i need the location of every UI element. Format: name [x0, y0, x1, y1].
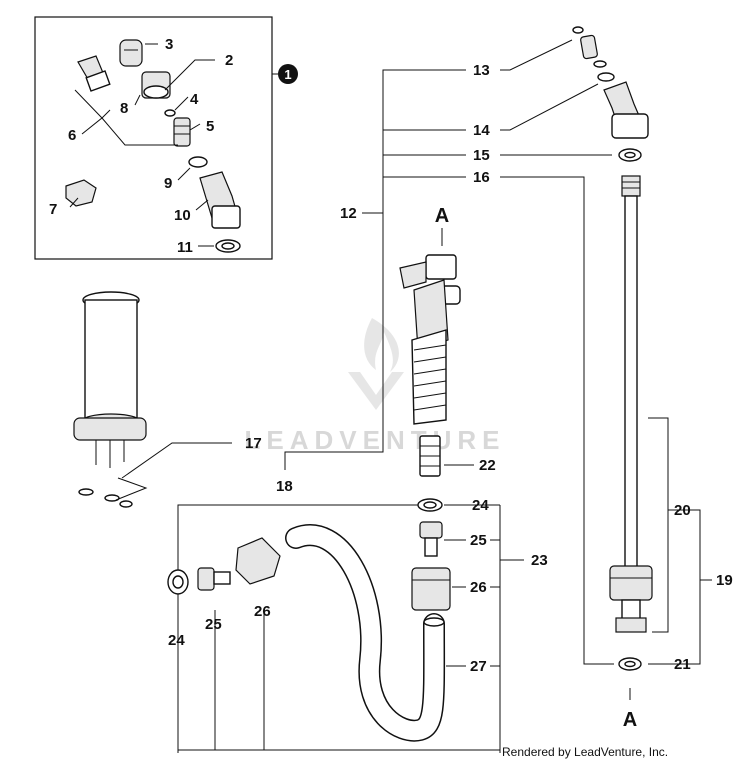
callout-3: 3: [165, 36, 173, 53]
callout-24-right: 24: [472, 497, 489, 514]
callout-20: 20: [674, 502, 691, 519]
callout-16: 16: [473, 169, 490, 186]
callout-26-left: 26: [254, 603, 271, 620]
part-21-washer: [618, 657, 642, 671]
callout-11: 11: [177, 239, 193, 256]
part-24-washer-right: [417, 498, 443, 512]
part-25-hose-barb-left: [197, 567, 231, 591]
callout-5: 5: [206, 118, 214, 135]
kit-marker-badge: [278, 64, 298, 84]
footer-credit: Rendered by LeadVenture, Inc.: [502, 745, 669, 759]
callout-13: 13: [473, 62, 490, 79]
callout-14: 14: [473, 122, 490, 139]
part-11-washer: [215, 239, 241, 253]
callout-23: 23: [531, 552, 548, 569]
part-26-hose-nut-right: [411, 567, 451, 611]
watermark-logo: [348, 318, 404, 410]
part-26-hose-nut-left: [235, 537, 281, 585]
part-13-nozzle-tip: [572, 26, 607, 68]
callout-19: 19: [716, 572, 733, 589]
callout-12: 12: [340, 205, 357, 222]
callout-9: 9: [164, 175, 172, 192]
callout-27: 27: [470, 658, 487, 675]
callout-10: 10: [174, 207, 191, 224]
part-7-hex-cap: [65, 179, 97, 207]
callout-7: 7: [49, 201, 57, 218]
part-14-wand-elbow: [597, 72, 649, 139]
section-marker-bottom: A: [623, 709, 637, 731]
callout-24-left: 24: [168, 632, 185, 649]
part-10-elbow-fitting: [199, 171, 241, 229]
callout-25-right: 25: [470, 532, 487, 549]
callout-8: 8: [120, 100, 128, 117]
part-3-nozzle-tip: [119, 39, 143, 67]
callout-26-right: 26: [470, 579, 487, 596]
callout-4: 4: [190, 91, 199, 108]
part-5-valve-stem: [173, 117, 191, 147]
callout-18: 18: [276, 478, 293, 495]
part-17-tank-strainer: [73, 291, 147, 508]
part-4-small-oring: [164, 109, 176, 117]
callout-21: 21: [674, 656, 691, 673]
part-15-washer: [618, 148, 642, 162]
part-8-nozzle-nut: [141, 71, 171, 99]
part-22-filter-screen: [419, 435, 441, 477]
callout-22: 22: [479, 457, 496, 474]
callout-6: 6: [68, 127, 76, 144]
part-24-washer-left: [167, 569, 189, 595]
valve-handle-body: [399, 254, 461, 425]
kit-inset-frame: [34, 16, 273, 260]
part-27-hose: [285, 524, 446, 742]
part-20-wand-tube: [609, 175, 653, 633]
callout-25-left: 25: [205, 616, 222, 633]
part-9-oring: [188, 156, 208, 168]
callout-15: 15: [473, 147, 490, 164]
watermark-text: LEADVENTURE: [244, 425, 505, 455]
kit-marker-label: 1: [284, 67, 291, 82]
part-6-nozzle-body: [77, 55, 111, 92]
section-marker-top: A: [435, 205, 449, 227]
callout-17: 17: [245, 435, 262, 452]
part-25-hose-barb-right: [419, 521, 443, 557]
callout-2: 2: [225, 52, 233, 69]
